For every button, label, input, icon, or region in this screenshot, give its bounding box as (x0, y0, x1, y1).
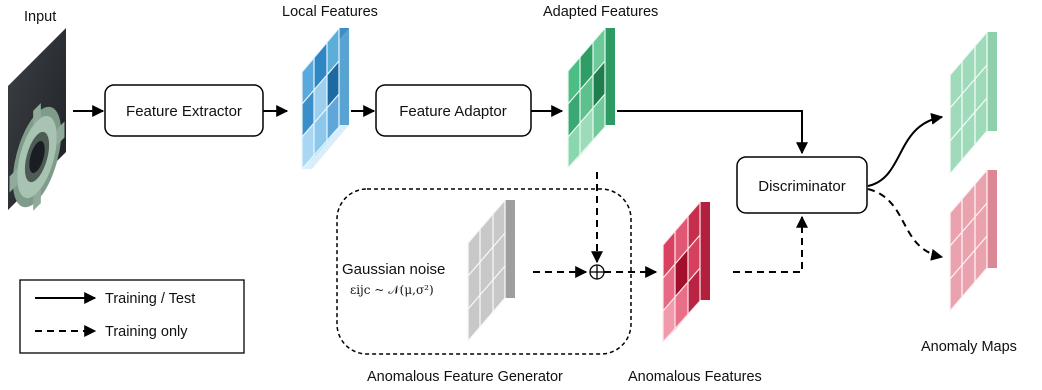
legend: Training / Test Training only (19, 279, 245, 354)
local-features-grid (301, 26, 349, 171)
feature-extractor-box: Feature Extractor (104, 84, 264, 137)
legend-solid-label: Training / Test (105, 291, 195, 307)
anomalous-features-label: Anomalous Features (628, 369, 762, 385)
noise-grid (467, 198, 515, 343)
noise-formula: εijc ~ 𝒩(μ,σ²) (350, 283, 434, 297)
arrow-anomalous-to-discriminator (733, 215, 808, 273)
input-image (8, 28, 66, 211)
gaussian-noise-label: Gaussian noise (342, 261, 445, 278)
generator-region (336, 188, 632, 355)
feature-adaptor-label: Feature Adaptor (399, 103, 507, 120)
generator-label: Anomalous Feature Generator (367, 369, 563, 385)
anomaly-map-anomalous (949, 168, 997, 313)
arrow-discriminator-to-map-bottom (867, 188, 944, 261)
arrow-adapted-to-discriminator (617, 110, 808, 155)
adapted-features-grid (567, 26, 615, 170)
discriminator-box: Discriminator (736, 156, 868, 214)
adapted-features-label: Adapted Features (543, 4, 658, 20)
local-features-label: Local Features (282, 4, 378, 20)
legend-dashed-label: Training only (105, 324, 188, 340)
anomalous-features-grid (662, 200, 710, 344)
input-label: Input (24, 9, 56, 25)
sum-operator (589, 264, 605, 280)
feature-adaptor-box: Feature Adaptor (375, 84, 532, 137)
anomaly-maps-label: Anomaly Maps (921, 339, 1017, 355)
anomaly-map-normal (949, 30, 997, 176)
feature-extractor-label: Feature Extractor (126, 103, 242, 120)
discriminator-label: Discriminator (758, 178, 846, 195)
arrow-discriminator-to-map-top (867, 112, 944, 187)
